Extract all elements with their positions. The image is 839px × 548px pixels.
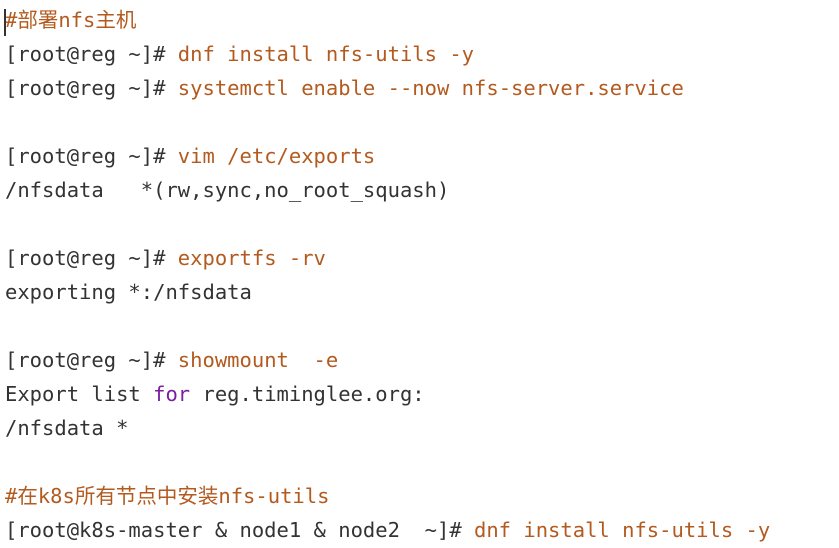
code-line: [root@reg ~]# vim /etc/exports <box>5 139 839 173</box>
code-text: exporting *:/nfsdata <box>5 280 252 304</box>
code-text: [root@k8s-master & node1 & node2 ~]# <box>5 518 474 542</box>
shell-command: systemctl enable --now nfs-server.servic… <box>177 76 684 100</box>
code-comment: #部署nfs主机 <box>5 8 137 32</box>
code-text: [root@reg ~]# <box>5 144 178 168</box>
code-line: /nfsdata *(rw,sync,no_root_squash) <box>5 173 839 207</box>
code-line <box>5 105 839 139</box>
code-line: exporting *:/nfsdata <box>5 275 839 309</box>
code-comment: #在k8s所有节点中安装nfs-utils <box>5 484 330 508</box>
code-text: Export list <box>5 382 154 406</box>
code-text: [root@reg ~]# <box>5 246 178 270</box>
code-line: [root@reg ~]# systemctl enable --now nfs… <box>5 71 839 105</box>
shell-command: exportfs -rv <box>177 246 326 270</box>
code-line: [root@reg ~]# dnf install nfs-utils -y <box>5 37 839 71</box>
code-text: [root@reg ~]# <box>5 348 178 372</box>
code-line: [root@reg ~]# exportfs -rv <box>5 241 839 275</box>
code-line: #在k8s所有节点中安装nfs-utils <box>5 479 839 513</box>
shell-command: dnf install nfs-utils -y <box>177 42 475 66</box>
shell-command: vim /etc/exports <box>177 144 376 168</box>
code-line: #部署nfs主机 <box>5 3 839 37</box>
code-line: Export list for reg.timinglee.org: <box>5 377 839 411</box>
code-text: reg.timinglee.org: <box>190 382 425 406</box>
code-line <box>5 207 839 241</box>
code-keyword: for <box>153 382 191 406</box>
code-line: /nfsdata * <box>5 411 839 445</box>
code-text: /nfsdata *(rw,sync,no_root_squash) <box>5 178 450 202</box>
code-line <box>5 309 839 343</box>
code-line: [root@k8s-master & node1 & node2 ~]# dnf… <box>5 513 839 547</box>
code-text: /nfsdata * <box>5 416 129 440</box>
code-line <box>5 445 839 479</box>
code-text: [root@reg ~]# <box>5 42 178 66</box>
shell-command: showmount -e <box>177 348 339 372</box>
text-cursor <box>4 9 6 36</box>
code-line: [root@reg ~]# showmount -e <box>5 343 839 377</box>
shell-command: dnf install nfs-utils -y <box>474 518 771 542</box>
code-text: [root@reg ~]# <box>5 76 178 100</box>
